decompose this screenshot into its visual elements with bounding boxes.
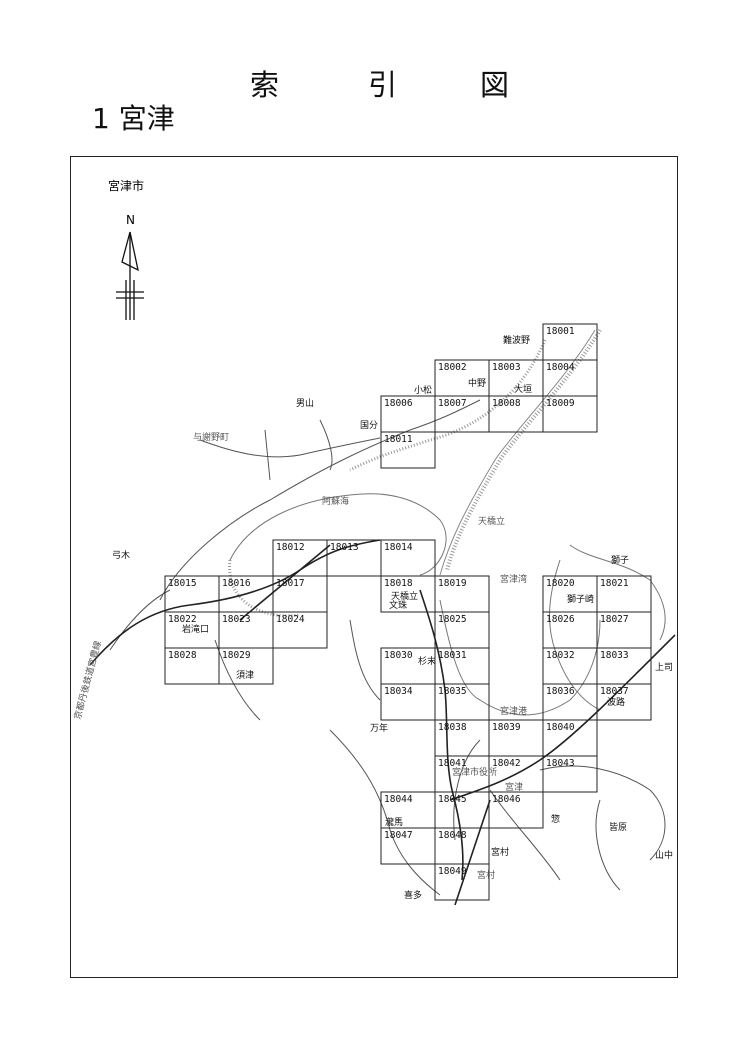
map-sheet-code: 18040 (546, 722, 575, 733)
place-label: 大垣 (514, 383, 532, 395)
map-sheet-code: 18018 (384, 578, 413, 589)
map-sheet-code: 18037 (600, 686, 629, 697)
map-sheet-code: 18014 (384, 542, 413, 553)
map-sheet-code: 18004 (546, 362, 575, 373)
map-sheet-cell (272, 611, 328, 649)
map-sheet-cell (542, 755, 598, 793)
north-label: N (126, 213, 135, 227)
map-frame (70, 156, 678, 978)
place-label: 宮村 (477, 869, 495, 881)
place-label: 万年 (370, 722, 388, 734)
map-sheet-code: 18022 (168, 614, 197, 625)
place-label: 波路 (607, 696, 625, 708)
map-sheet-code: 18030 (384, 650, 413, 661)
map-sheet-code: 18002 (438, 362, 467, 373)
index-map-title: 索 引 図 (200, 62, 550, 102)
place-label: 岩滝口 (182, 623, 209, 635)
map-sheet-code: 18041 (438, 758, 467, 769)
place-label: 上司 (655, 662, 673, 673)
map-sheet-code: 18006 (384, 398, 413, 409)
map-sheet-code: 18049 (438, 866, 467, 877)
map-sheet-code: 18021 (600, 578, 629, 589)
map-sheet-code: 18043 (546, 758, 575, 769)
map-sheet-cell (218, 647, 274, 685)
map-sheet-code: 18009 (546, 398, 575, 409)
place-label: 杉末 (418, 655, 436, 667)
place-label: 弓木 (112, 549, 130, 561)
place-label: 文珠 (389, 599, 407, 611)
city-label: 宮津市 (108, 178, 144, 193)
place-label: 宮津港 (500, 705, 527, 717)
place-label: 天橋立 (478, 515, 505, 527)
map-sheet-code: 18017 (276, 578, 305, 589)
map-sheet-code: 18033 (600, 650, 629, 661)
place-label: 皆原 (609, 822, 627, 833)
place-label: 獅子崎 (567, 593, 594, 605)
place-label: 惣 (551, 813, 560, 825)
map-sheet-code: 18016 (222, 578, 251, 589)
north-arrow-icon (116, 231, 144, 320)
map-sheet-cell (380, 431, 436, 469)
map-sheet-code: 18044 (384, 794, 413, 805)
place-label: 須津 (236, 670, 254, 681)
map-sheet-code: 18046 (492, 794, 521, 805)
map-sheet-code: 18038 (438, 722, 467, 733)
map-sheet-code: 18029 (222, 650, 251, 661)
map-sheet-code: 18031 (438, 650, 467, 661)
place-label: 阿蘇海 (322, 495, 349, 507)
map-sheet-code: 18024 (276, 614, 305, 625)
place-label: 宮津湾 (500, 573, 527, 585)
map-sheet-code: 18026 (546, 614, 575, 625)
map-sheet-code: 18045 (438, 794, 467, 805)
map-sheet-code: 18012 (276, 542, 305, 553)
title-char: 図 (480, 68, 510, 102)
map-sheet-code: 18025 (438, 614, 467, 625)
place-label: 山中 (655, 849, 673, 861)
place-label: 小松 (414, 384, 432, 396)
map-sheet-code: 18019 (438, 578, 467, 589)
place-label: 中野 (468, 377, 486, 389)
place-label: 男山 (296, 398, 314, 409)
title-char: 索 (250, 68, 280, 102)
map-sheet-code: 18034 (384, 686, 413, 697)
place-label: 天橋立 (391, 590, 418, 602)
map-sheet-code: 18042 (492, 758, 521, 769)
place-label: 宮津 (505, 781, 523, 793)
map-sheet-code: 18023 (222, 614, 251, 625)
area-subtitle: 1 宮津 (92, 102, 175, 135)
map-sheet-code: 18013 (330, 542, 359, 553)
map-sheet-code: 18035 (438, 686, 467, 697)
map-sheet-cell (542, 395, 598, 433)
map-sheet-code: 18007 (438, 398, 467, 409)
map-sheet-code: 18039 (492, 722, 521, 733)
place-label: 獅子 (611, 554, 629, 566)
map-sheet-cell (434, 863, 490, 901)
map-sheet-code: 18003 (492, 362, 521, 373)
map-sheet-code: 18020 (546, 578, 575, 589)
map-sheet-code: 18001 (546, 326, 575, 337)
map-sheet-code: 18047 (384, 830, 413, 841)
place-label: 宮村 (491, 846, 509, 858)
map-sheet-cell (596, 683, 652, 721)
map-sheet-code: 18011 (384, 434, 413, 445)
map-sheet-code: 18032 (546, 650, 575, 661)
place-label: 国分 (360, 420, 378, 431)
title-char: 引 (368, 68, 398, 102)
map-sheet-code: 18048 (438, 830, 467, 841)
map-sheet-code: 18008 (492, 398, 521, 409)
place-label: 与謝野町 (193, 431, 229, 443)
map-sheet-code: 18028 (168, 650, 197, 661)
place-label: 難波野 (503, 334, 530, 346)
place-label: 宮津市役所 (452, 766, 497, 778)
map-sheet-cell (488, 791, 544, 829)
place-label: 喜多 (404, 889, 422, 901)
place-label: 京都丹後鉄道宮豊線 (71, 639, 104, 720)
map-sheet-code: 18015 (168, 578, 197, 589)
map-sheet-code: 18036 (546, 686, 575, 697)
place-label: 瀧馬 (385, 816, 403, 828)
map-sheet-code: 18027 (600, 614, 629, 625)
